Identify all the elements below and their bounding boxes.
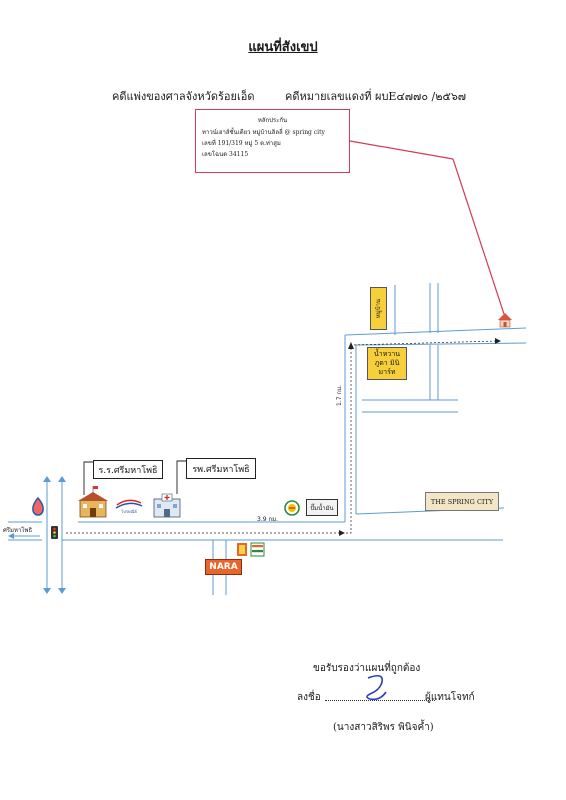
petrol-station-icon	[32, 496, 44, 516]
callout-line-3: เลขโฉนด 34115	[202, 151, 249, 158]
callout-line-1: ทาวน์เฮาส์ชั้นเดียว หมู่บ้านลิลลี่ @ spr…	[202, 129, 325, 136]
callout-pointer-2	[452, 158, 505, 315]
house-icon	[498, 313, 512, 328]
grocery-sign: น้ำหวาน ภูดา มินิมาร์ท	[367, 347, 407, 380]
post-logo-icon: ไปรษณีย์	[115, 499, 143, 514]
sign-prefix: ลงชื่อ	[297, 692, 321, 703]
school-icon	[78, 486, 108, 518]
village-sign: หมู่บ้าน	[370, 287, 387, 330]
map-title: แผนที่สังเขป	[248, 40, 318, 55]
certification-statement: ขอรับรองว่าแผนที่ถูกต้อง	[313, 663, 421, 674]
callout-pointer	[349, 140, 454, 160]
property-callout: หลักประกัน ทาวน์เฮาส์ชั้นเดียว หมู่บ้านล…	[195, 109, 350, 173]
seven-eleven-icon	[250, 542, 265, 557]
callout-line-2: เลขที่ 191/319 หมู่ 5 ต.ท่าสูม	[202, 140, 281, 147]
signature-line	[325, 700, 435, 701]
case-number: คดีหมายเลขแดงที่ ผบE๔๗๗๐ /๒๕๖๗	[285, 90, 467, 103]
school-label: ร.ร.ศรีมหาโพธิ	[93, 460, 163, 479]
hospital-icon	[153, 493, 181, 518]
court-name: คดีแพ่งของศาลจังหวัดร้อยเอ็ด	[112, 90, 255, 103]
svg-text:ไปรษณีย์: ไปรษณีย์	[120, 509, 136, 514]
spring-city-sign: THE SPRING CITY	[425, 492, 499, 511]
nara-sign: NARA	[205, 559, 242, 575]
callout-heading: หลักประกัน	[257, 117, 288, 124]
signer-name: (นางสาวสิริพร พินิจค้ำ)	[333, 722, 434, 733]
main-road-distance: 3.9 กม.	[257, 516, 278, 523]
store-icon	[237, 543, 247, 556]
petrol-sign: ปั๊มน้ำมัน	[306, 499, 338, 516]
gas-station-logo-icon	[284, 500, 300, 516]
sign-suffix: ผู้แทนโจทก์	[425, 692, 475, 703]
hospital-label: รพ.ศรีมหาโพธิ	[186, 458, 256, 479]
direction-label: ศรีมหาโพธิ	[3, 527, 33, 534]
signature-mark	[366, 674, 387, 701]
